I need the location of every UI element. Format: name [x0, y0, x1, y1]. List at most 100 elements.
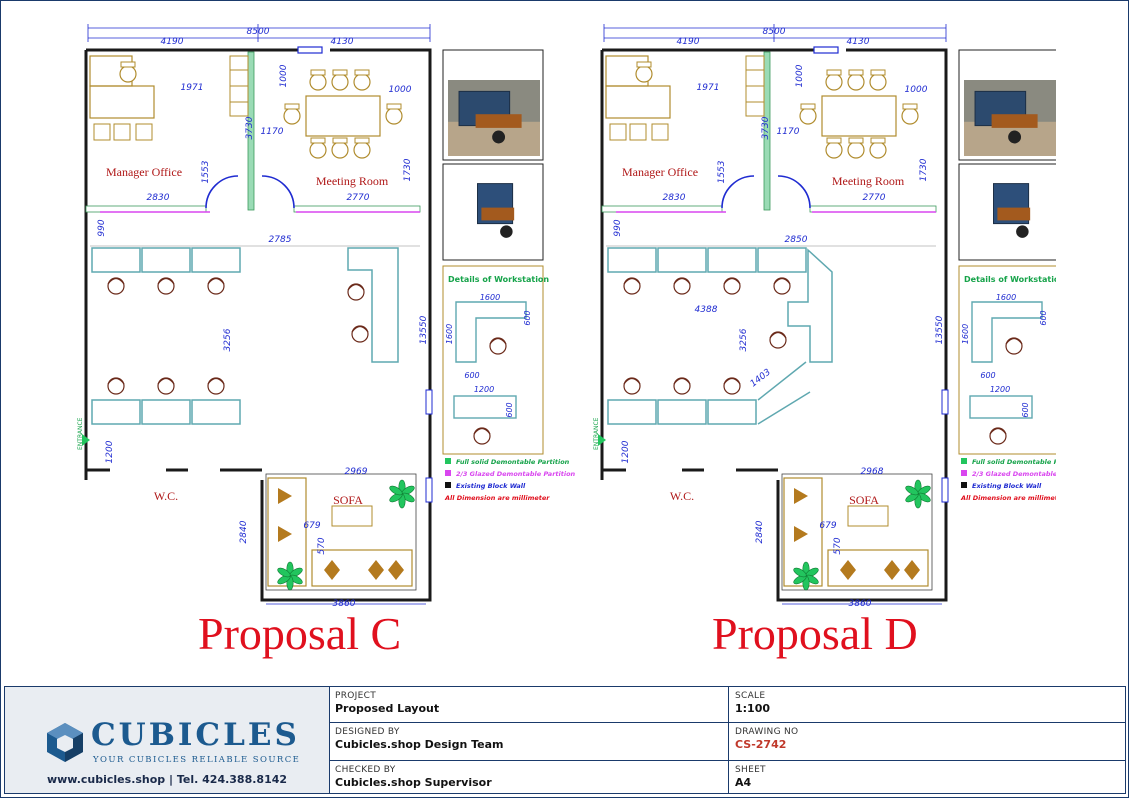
- outer-wall: [600, 48, 948, 602]
- chair-back: [870, 69, 886, 76]
- render-desk: [991, 114, 1038, 128]
- dimension-label: 2969: [345, 467, 368, 477]
- legend-swatch: [445, 470, 451, 476]
- checked-label: CHECKED BY: [335, 765, 396, 775]
- render-desk: [481, 207, 515, 221]
- lounge-area: [265, 473, 417, 591]
- sheet-label: SHEET: [735, 765, 766, 775]
- coffee-table: [847, 505, 889, 527]
- chair-icon: [309, 137, 327, 159]
- room-label: W.C.: [670, 489, 694, 503]
- dimension-label: 3860: [849, 599, 872, 609]
- render-chair: [1016, 225, 1029, 238]
- chair-icon: [989, 427, 1007, 445]
- chair-icon: [309, 69, 327, 91]
- chair-back: [673, 277, 691, 285]
- chair-back: [332, 69, 348, 76]
- drawing-cell: DRAWING NO CS-2742: [729, 723, 1125, 761]
- chair-icon: [207, 277, 225, 295]
- dimension-label: 600: [523, 310, 532, 325]
- dimension-label: 600: [980, 371, 995, 380]
- chair-back: [1005, 337, 1023, 345]
- chair-seat: [309, 141, 327, 159]
- render-desk: [475, 114, 522, 128]
- legend-text: Full solid Demontable Partition: [456, 458, 570, 466]
- door-swing: [205, 175, 239, 209]
- plant-icon: [793, 561, 819, 591]
- cushion-icon: [884, 560, 900, 580]
- legend-text: Existing Block Wall: [972, 482, 1042, 490]
- chair-back: [157, 377, 175, 385]
- meeting-table: [821, 95, 897, 137]
- drawing-label: DRAWING NO: [735, 727, 799, 737]
- proposal-d-title: Proposal D: [712, 608, 918, 659]
- cushion-icon: [278, 526, 292, 542]
- chair-seat: [119, 65, 137, 83]
- dimension-label: 1971: [697, 83, 720, 93]
- dimension-label: 2830: [663, 193, 686, 203]
- workstation: [91, 399, 141, 425]
- dimension-label: 2850: [785, 235, 808, 245]
- chair-back: [207, 377, 225, 385]
- chair-back: [673, 377, 691, 385]
- chair-back: [848, 69, 864, 76]
- dimension-label: 679: [819, 521, 836, 531]
- cushion-icon: [324, 560, 340, 580]
- partition-wall: [85, 205, 207, 213]
- legend-swatch: [961, 458, 967, 464]
- room-label: Manager Office: [106, 165, 182, 179]
- chair-seat: [847, 141, 865, 159]
- workstation: [191, 399, 241, 425]
- dimension-label: 4190: [161, 37, 184, 47]
- dimension-label: 3730: [245, 116, 255, 139]
- dimension-label: 570: [833, 537, 843, 554]
- chair-icon: [623, 277, 641, 295]
- desk: [605, 85, 671, 119]
- chair-back: [120, 61, 136, 68]
- dimension-label: 1170: [777, 127, 800, 137]
- workstation: [91, 247, 141, 273]
- chair-icon: [119, 61, 137, 83]
- chair-icon: [347, 283, 365, 301]
- detail-panel-d: Details of Workstation160016006006001200…: [958, 49, 1056, 502]
- brand-tagline: YOUR CUBICLES RELIABLE SOURCE: [93, 755, 301, 765]
- workstation: [347, 247, 399, 363]
- legend-text: All Dimension are millimeter: [444, 494, 550, 502]
- chair-back: [489, 337, 507, 345]
- chair-back: [636, 61, 652, 68]
- chair-icon: [869, 69, 887, 91]
- detail-panel-c: Details of Workstation160016006006001200…: [442, 49, 576, 502]
- entrance-arrow-icon: [82, 434, 90, 446]
- dimension-label: 1600: [480, 293, 500, 302]
- workstation-detail-box: [442, 265, 544, 455]
- cushion-icon: [278, 488, 292, 504]
- dimension-label: 1600: [996, 293, 1016, 302]
- seat: [113, 123, 131, 141]
- desk: [89, 85, 155, 119]
- plant-leaf: [905, 485, 919, 496]
- room-label: W.C.: [154, 489, 178, 503]
- chair-icon: [351, 325, 369, 343]
- chair-back: [826, 137, 842, 144]
- workstation: [707, 247, 757, 273]
- dimension-label: 1730: [403, 158, 413, 181]
- window-icon: [813, 46, 839, 54]
- dimension-label: 1600: [961, 324, 970, 344]
- dimension-label: 1200: [621, 440, 631, 463]
- chair-icon: [901, 103, 919, 125]
- dimension-label: 4130: [331, 37, 354, 47]
- plant-icon: [905, 479, 931, 509]
- sheet-cell: SHEET A4: [729, 761, 1125, 793]
- chair-back: [347, 283, 365, 291]
- chair-icon: [489, 337, 507, 355]
- cubicle-render-icon: [964, 80, 1056, 156]
- chair-icon: [847, 69, 865, 91]
- dimension-label: 13550: [935, 315, 945, 344]
- chair-icon: [1005, 337, 1023, 355]
- logo-area: CUBICLES YOUR CUBICLES RELIABLE SOURCE w…: [5, 687, 330, 793]
- workstation-detail-box: [958, 265, 1056, 455]
- cubicle-render-icon: [974, 174, 1052, 254]
- dimension-label: 8500: [247, 27, 270, 37]
- legend-swatch: [961, 482, 967, 488]
